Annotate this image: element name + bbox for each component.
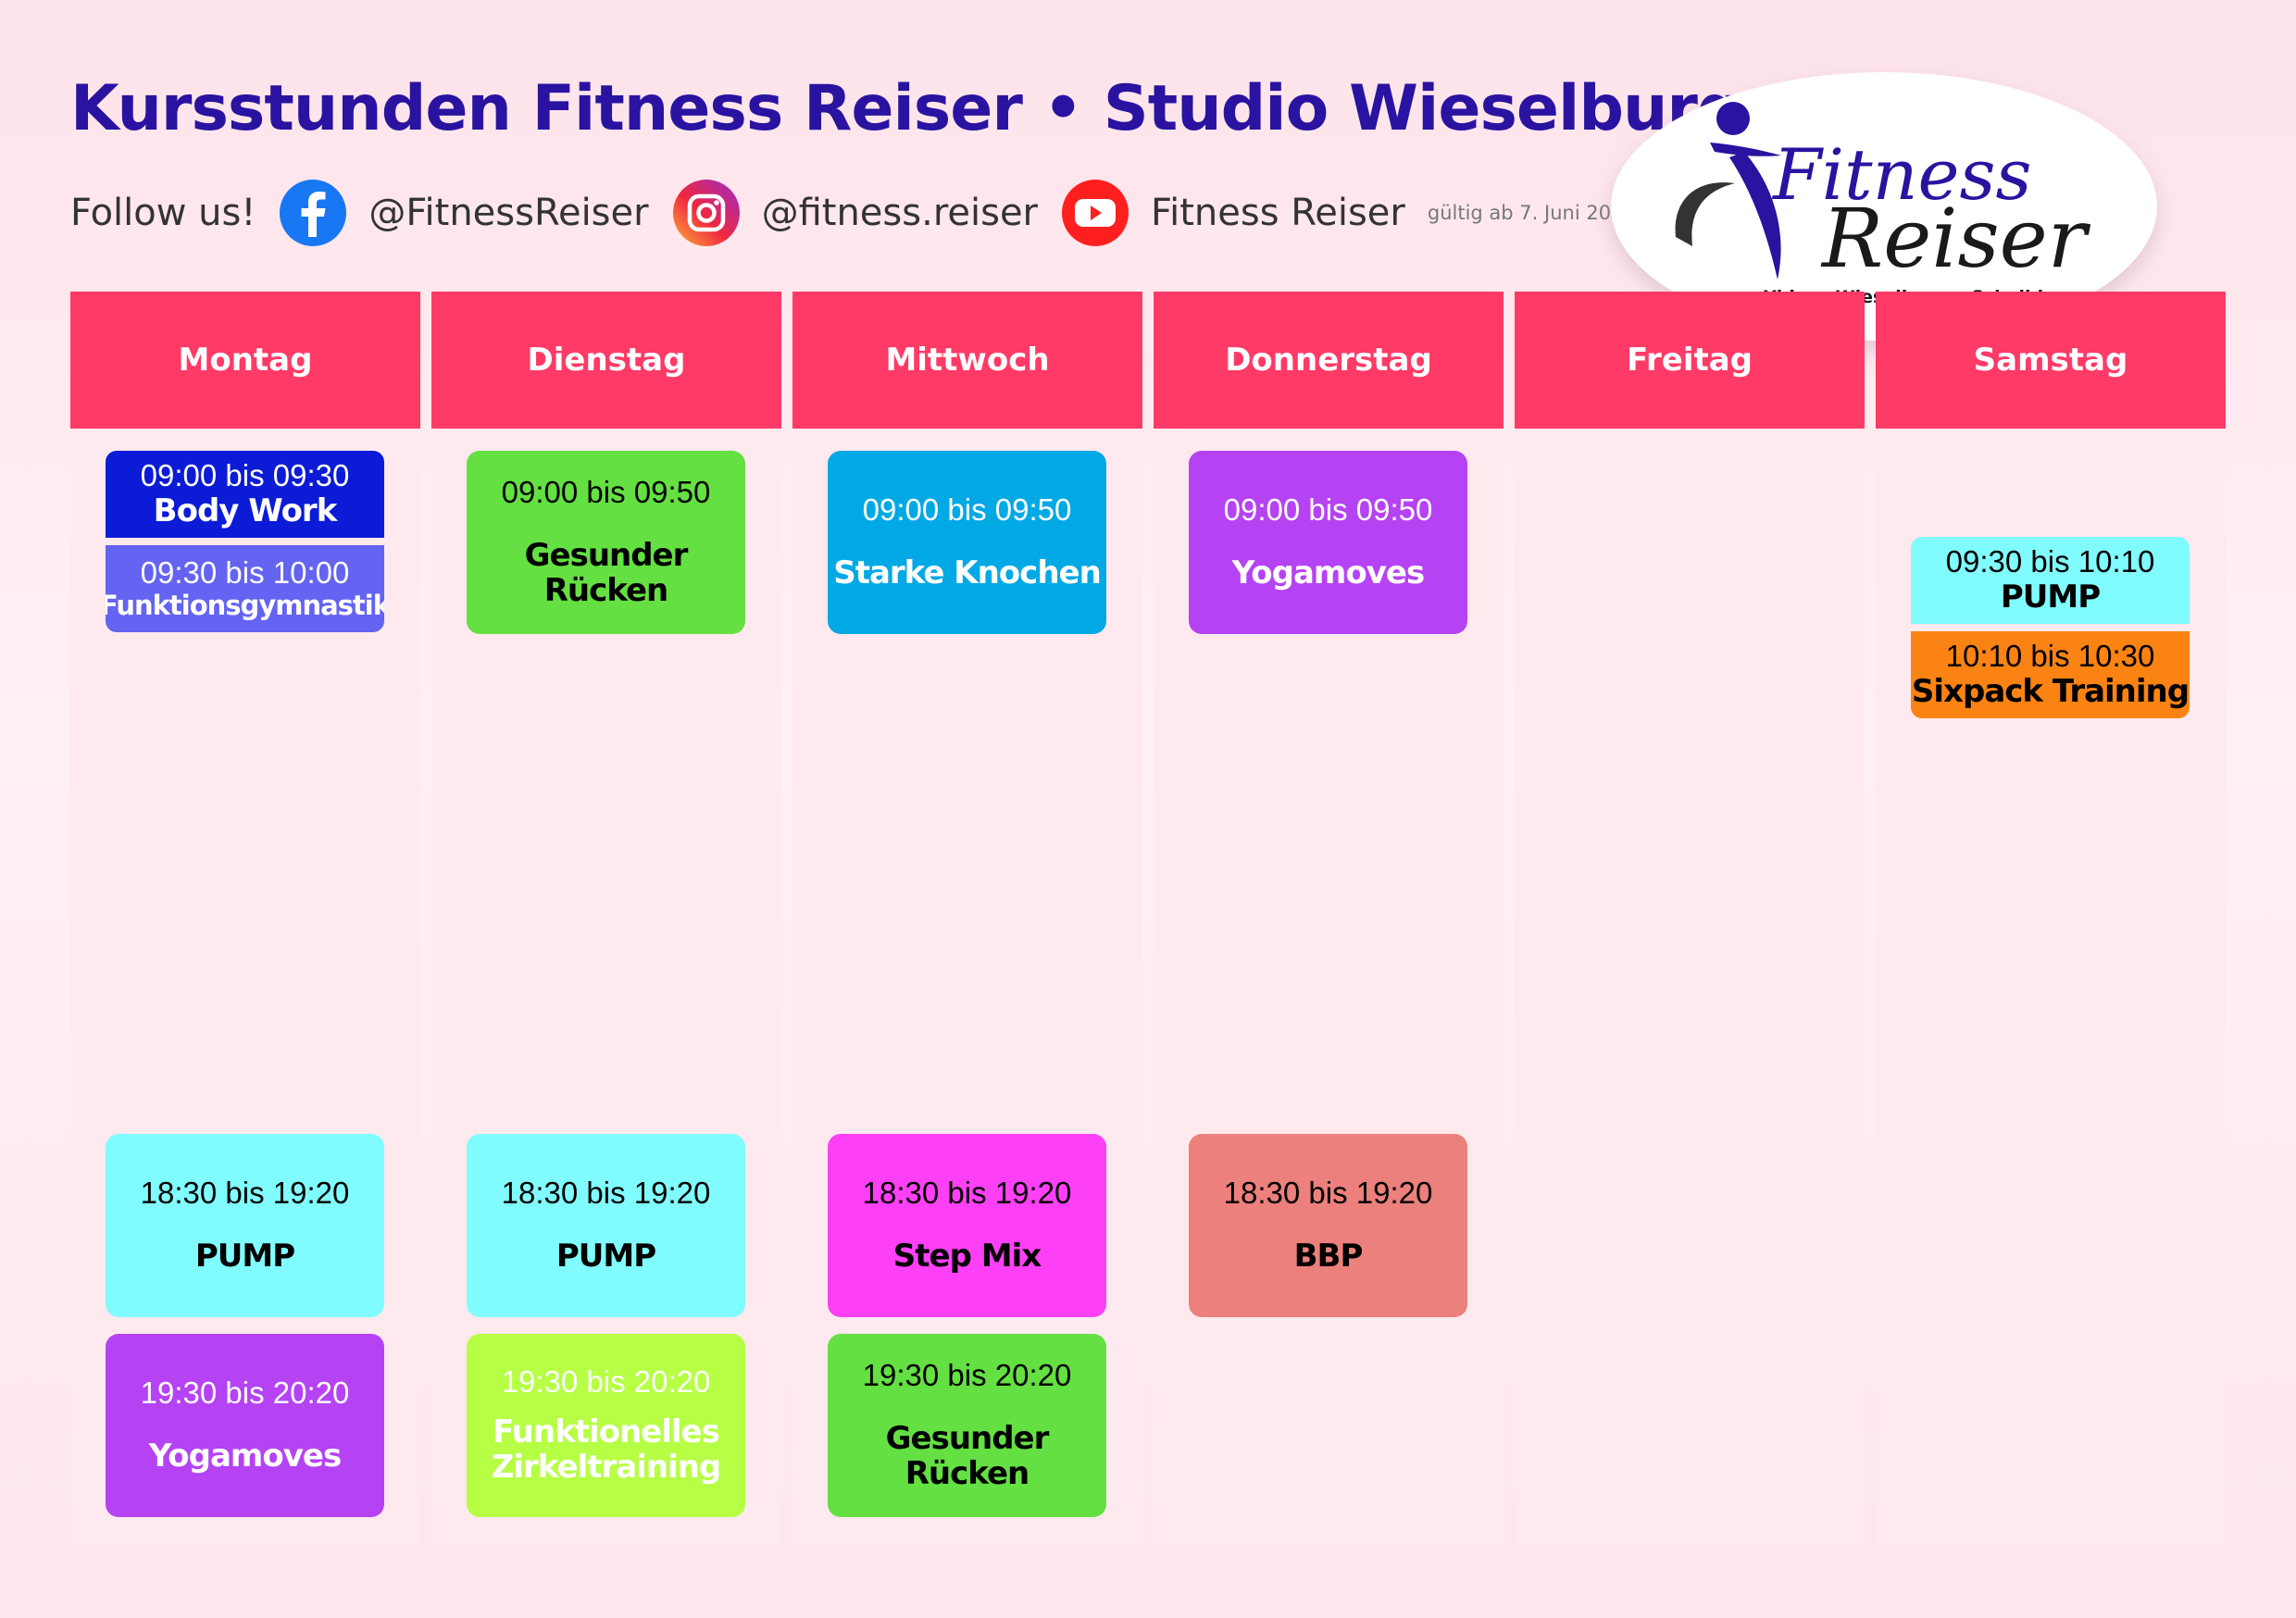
- class-name: Funktionelles Zirkeltraining: [491, 1413, 722, 1487]
- logo-word-reiser: Reiser: [1822, 191, 2087, 286]
- runner-icon: [1675, 102, 1781, 280]
- class-name: Funktionsgymnastik: [106, 590, 384, 622]
- class-time: 09:00 bis 09:50: [501, 475, 711, 510]
- class-name: Yogamoves: [148, 1438, 342, 1475]
- class-name: PUMP: [555, 1238, 656, 1276]
- instagram-icon[interactable]: [671, 178, 742, 248]
- class-time: 18:30 bis 19:20: [862, 1176, 1072, 1211]
- class-card[interactable]: 18:30 bis 19:20 Step Mix: [828, 1134, 1106, 1317]
- class-card[interactable]: 19:30 bis 20:20 Funktionelles Zirkeltrai…: [467, 1334, 745, 1517]
- class-time: 18:30 bis 19:20: [140, 1176, 350, 1211]
- youtube-icon[interactable]: [1060, 178, 1130, 248]
- class-card[interactable]: 18:30 bis 19:20 PUMP: [467, 1134, 745, 1317]
- day-column-donnerstag: Donnerstag 09:00 bis 09:50 Yogamoves 18:…: [1154, 292, 1504, 1546]
- class-name: Starke Knochen: [833, 554, 1102, 592]
- class-card[interactable]: 10:10 bis 10:30 Sixpack Training: [1911, 631, 2190, 718]
- class-time: 18:30 bis 19:20: [1223, 1176, 1433, 1211]
- class-time: 19:30 bis 20:20: [501, 1364, 711, 1400]
- class-card[interactable]: 18:30 bis 19:20 BBP: [1189, 1134, 1467, 1317]
- class-name: Gesunder Rücken: [885, 1420, 1050, 1493]
- youtube-channel[interactable]: Fitness Reiser: [1151, 192, 1405, 234]
- day-header: Samstag: [1876, 292, 2226, 429]
- class-card[interactable]: 19:30 bis 20:20 Yogamoves: [106, 1334, 384, 1517]
- class-name: PUMP: [2000, 579, 2101, 616]
- facebook-handle[interactable]: @FitnessReiser: [368, 192, 649, 234]
- day-column-freitag: Freitag: [1515, 292, 1865, 1546]
- logo-word-fitness: Fitness: [1773, 133, 2032, 216]
- class-name: Body Work: [153, 492, 338, 530]
- day-column-mittwoch: Mittwoch 09:00 bis 09:50 Starke Knochen …: [792, 292, 1142, 1546]
- class-name: Step Mix: [892, 1238, 1042, 1276]
- class-time: 09:00 bis 09:50: [1223, 492, 1433, 528]
- class-card[interactable]: 19:30 bis 20:20 Gesunder Rücken: [828, 1334, 1106, 1517]
- class-card[interactable]: 09:30 bis 10:00 Funktionsgymnastik: [106, 545, 384, 632]
- class-name: PUMP: [194, 1238, 295, 1276]
- class-time: 19:30 bis 20:20: [140, 1375, 350, 1411]
- day-header: Montag: [70, 292, 420, 429]
- follow-label: Follow us!: [70, 192, 256, 234]
- class-card[interactable]: 09:00 bis 09:30 Body Work: [106, 451, 384, 538]
- class-name: BBP: [1293, 1238, 1364, 1276]
- day-header: Dienstag: [431, 292, 781, 429]
- day-header: Freitag: [1515, 292, 1865, 429]
- class-card[interactable]: 09:00 bis 09:50 Yogamoves: [1189, 451, 1467, 634]
- class-name: Yogamoves: [1231, 554, 1425, 592]
- class-time: 19:30 bis 20:20: [862, 1358, 1072, 1393]
- social-links: Follow us! @FitnessReiser @fitness.reise…: [70, 176, 1636, 250]
- class-time: 18:30 bis 19:20: [501, 1176, 711, 1211]
- class-time: 10:10 bis 10:30: [1945, 639, 2155, 674]
- facebook-icon[interactable]: [278, 178, 348, 248]
- class-name: Gesunder Rücken: [524, 537, 689, 610]
- class-time: 09:00 bis 09:50: [862, 492, 1072, 528]
- valid-from-note: gültig ab 7. Juni 2022: [1427, 202, 1636, 224]
- class-time: 09:00 bis 09:30: [140, 458, 350, 493]
- class-name: Sixpack Training: [1911, 673, 2190, 711]
- day-column-samstag: Samstag 09:30 bis 10:10 PUMP 10:10 bis 1…: [1876, 292, 2226, 1546]
- day-column-dienstag: Dienstag 09:00 bis 09:50 Gesunder Rücken…: [431, 292, 781, 1546]
- class-card[interactable]: 09:00 bis 09:50 Gesunder Rücken: [467, 451, 745, 634]
- class-card[interactable]: 09:00 bis 09:50 Starke Knochen: [828, 451, 1106, 634]
- day-header: Donnerstag: [1154, 292, 1504, 429]
- class-card[interactable]: 18:30 bis 19:20 PUMP: [106, 1134, 384, 1317]
- instagram-handle[interactable]: @fitness.reiser: [761, 192, 1038, 234]
- class-card[interactable]: 09:30 bis 10:10 PUMP: [1911, 537, 2190, 624]
- page-title: Kursstunden Fitness Reiser • Studio Wies…: [70, 72, 1742, 145]
- day-column-montag: Montag 09:00 bis 09:30 Body Work 09:30 b…: [70, 292, 420, 1546]
- day-header: Mittwoch: [792, 292, 1142, 429]
- class-time: 09:30 bis 10:00: [140, 555, 350, 591]
- class-time: 09:30 bis 10:10: [1945, 544, 2155, 579]
- schedule-grid: Montag 09:00 bis 09:30 Body Work 09:30 b…: [70, 292, 2226, 1546]
